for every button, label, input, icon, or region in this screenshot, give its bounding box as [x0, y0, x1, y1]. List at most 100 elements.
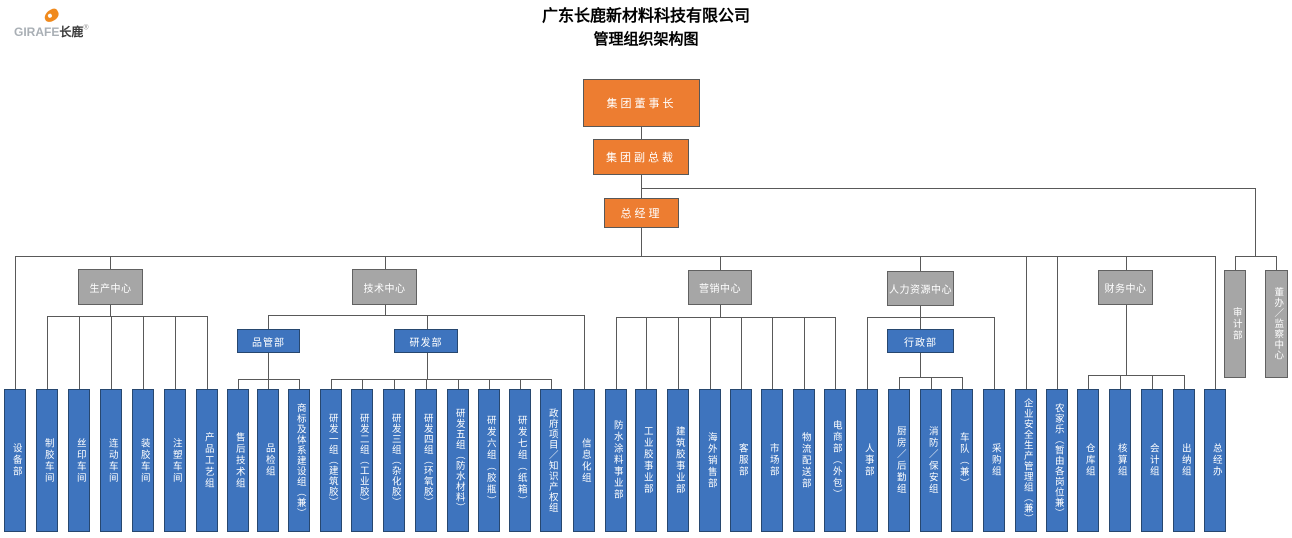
- connector-line: [47, 316, 207, 317]
- org-unit-label: 人事部: [862, 443, 873, 478]
- org-unit-label: 信息化组: [579, 437, 590, 484]
- org-unit: 装胶车间: [132, 389, 154, 532]
- org-unit: 客服部: [730, 389, 752, 532]
- connector-line: [867, 317, 994, 318]
- org-unit-label: 车队（兼）: [957, 431, 968, 490]
- org-unit-label: 品检组: [263, 443, 274, 478]
- org-unit: 会计组: [1141, 389, 1163, 532]
- connector-line: [299, 379, 300, 389]
- org-unit-label: 研发五组（防水材料）: [453, 408, 464, 513]
- connector-line: [962, 377, 963, 389]
- node-group-vice-president: 集团副总裁: [593, 139, 689, 175]
- org-unit-label: 工业胶事业部: [641, 426, 652, 495]
- connector-line: [110, 256, 111, 269]
- connector-line: [584, 315, 585, 389]
- org-unit: 海外销售部: [699, 389, 721, 532]
- logo-cjk: 长鹿: [59, 25, 84, 39]
- org-unit-label: 丝印车间: [74, 437, 85, 484]
- org-unit-label: 农家乐（暂由各岗位兼）: [1052, 402, 1063, 519]
- logo-latin: GIRAFE: [14, 25, 60, 39]
- org-unit-label: 研发六组（胶瓶）: [484, 414, 495, 507]
- org-unit: 核算组: [1109, 389, 1131, 532]
- connector-line: [1152, 375, 1153, 389]
- org-unit: 研发四组（环氧胶）: [415, 389, 437, 532]
- node-admin-dept: 行政部: [887, 329, 954, 353]
- node-production-center: 生产中心: [78, 269, 143, 305]
- logo: GIRAFE长鹿®: [14, 7, 104, 52]
- connector-line: [994, 317, 995, 389]
- node-marketing-center: 营销中心: [688, 270, 752, 305]
- logo-text: GIRAFE长鹿®: [14, 23, 104, 41]
- connector-line: [1088, 375, 1089, 389]
- connector-line: [1255, 188, 1256, 256]
- connector-line: [867, 317, 868, 389]
- org-unit: 信息化组: [573, 389, 595, 532]
- org-unit: 品检组: [257, 389, 279, 532]
- node-board-office: 董办／监察中心: [1265, 270, 1288, 378]
- org-unit-label: 采购组: [989, 443, 1000, 478]
- org-unit: 研发三组（杂化胶）: [383, 389, 405, 532]
- connector-line: [1235, 256, 1276, 257]
- node-audit-dept-label: 审计部: [1230, 306, 1241, 342]
- connector-line: [931, 377, 932, 389]
- org-unit: 采购组: [983, 389, 1005, 532]
- org-unit-label: 售后技术组: [233, 431, 244, 490]
- connector-line: [741, 317, 742, 389]
- connector-line: [385, 256, 386, 269]
- connector-line: [238, 379, 239, 389]
- connector-line: [1276, 256, 1277, 270]
- org-unit-label: 政府项目／知识产权组: [546, 408, 557, 513]
- org-unit-label: 防水涂料事业部: [611, 420, 622, 501]
- connector-line: [268, 315, 269, 329]
- org-unit: 企业安全生产管理组（兼）: [1015, 389, 1037, 532]
- connector-line: [641, 188, 1255, 189]
- connector-line: [427, 315, 428, 329]
- org-unit-label: 客服部: [736, 443, 747, 478]
- org-unit-label: 注塑车间: [170, 437, 181, 484]
- connector-line: [920, 306, 921, 317]
- connector-line: [920, 256, 921, 271]
- org-unit-label: 物流配送部: [799, 431, 810, 490]
- connector-line: [641, 127, 642, 139]
- connector-line: [899, 377, 900, 389]
- node-quality-dept: 品管部: [237, 329, 300, 353]
- connector-line: [720, 305, 721, 317]
- connector-line: [899, 377, 962, 378]
- node-technology-center: 技术中心: [352, 269, 417, 305]
- org-unit: 研发五组（防水材料）: [447, 389, 469, 532]
- connector-line: [710, 317, 711, 389]
- node-audit-dept: 审计部: [1224, 270, 1246, 378]
- org-unit: 总经办: [1204, 389, 1226, 532]
- org-unit: 商标及体系建设组（兼）: [288, 389, 310, 532]
- org-unit-label: 研发二组（工业胶）: [357, 413, 368, 508]
- org-unit: 连动车间: [100, 389, 122, 532]
- org-unit-label: 企业安全生产管理组（兼）: [1021, 397, 1032, 524]
- org-unit: 政府项目／知识产权组: [540, 389, 562, 532]
- org-unit-label: 海外销售部: [705, 431, 716, 490]
- connector-line: [1215, 256, 1216, 389]
- org-unit-label: 产品工艺组: [202, 431, 213, 490]
- org-unit: 出纳组: [1173, 389, 1195, 532]
- connector-line: [1120, 375, 1121, 389]
- chart-title: 广东长鹿新材料科技有限公司 管理组织架构图: [0, 5, 1292, 52]
- org-unit: 研发六组（胶瓶）: [478, 389, 500, 532]
- org-unit: 农家乐（暂由各岗位兼）: [1046, 389, 1068, 532]
- chart-subtitle: 管理组织架构图: [593, 32, 699, 48]
- connector-line: [1026, 256, 1027, 389]
- connector-line: [47, 316, 48, 389]
- org-unit-label: 制胶车间: [42, 437, 53, 484]
- org-unit: 产品工艺组: [196, 389, 218, 532]
- org-unit-label: 研发一组（建筑胶）: [326, 413, 337, 508]
- connector-line: [268, 353, 269, 379]
- org-unit: 电商部（外包）: [824, 389, 846, 532]
- org-unit: 人事部: [856, 389, 878, 532]
- org-unit: 市场部: [761, 389, 783, 532]
- connector-line: [616, 317, 617, 389]
- org-unit-label: 装胶车间: [138, 437, 149, 484]
- connector-line: [15, 256, 1215, 257]
- connector-line: [616, 317, 835, 318]
- connector-line: [143, 316, 144, 389]
- org-unit: 丝印车间: [68, 389, 90, 532]
- org-unit-label: 商标及体系建设组（兼）: [294, 402, 305, 519]
